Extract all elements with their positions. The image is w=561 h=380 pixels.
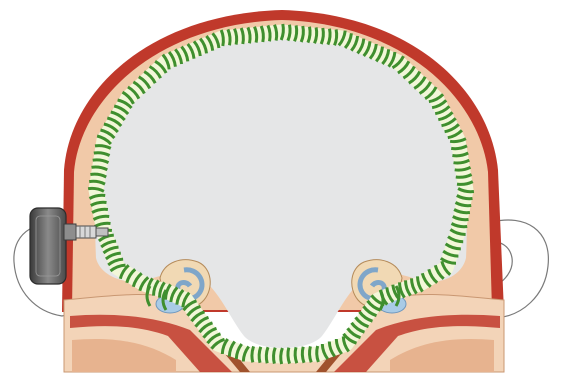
wave-stripe (295, 347, 297, 363)
wave-stripe (310, 346, 312, 362)
wave-stripe (317, 346, 319, 362)
wave-stripe (274, 348, 276, 364)
wave-stripe (266, 347, 268, 363)
wave-stripe (281, 348, 283, 364)
wave-stripe (259, 347, 261, 363)
wave-stripe (252, 346, 254, 362)
wave-stripe (302, 347, 304, 363)
wave-stripe (288, 348, 290, 364)
